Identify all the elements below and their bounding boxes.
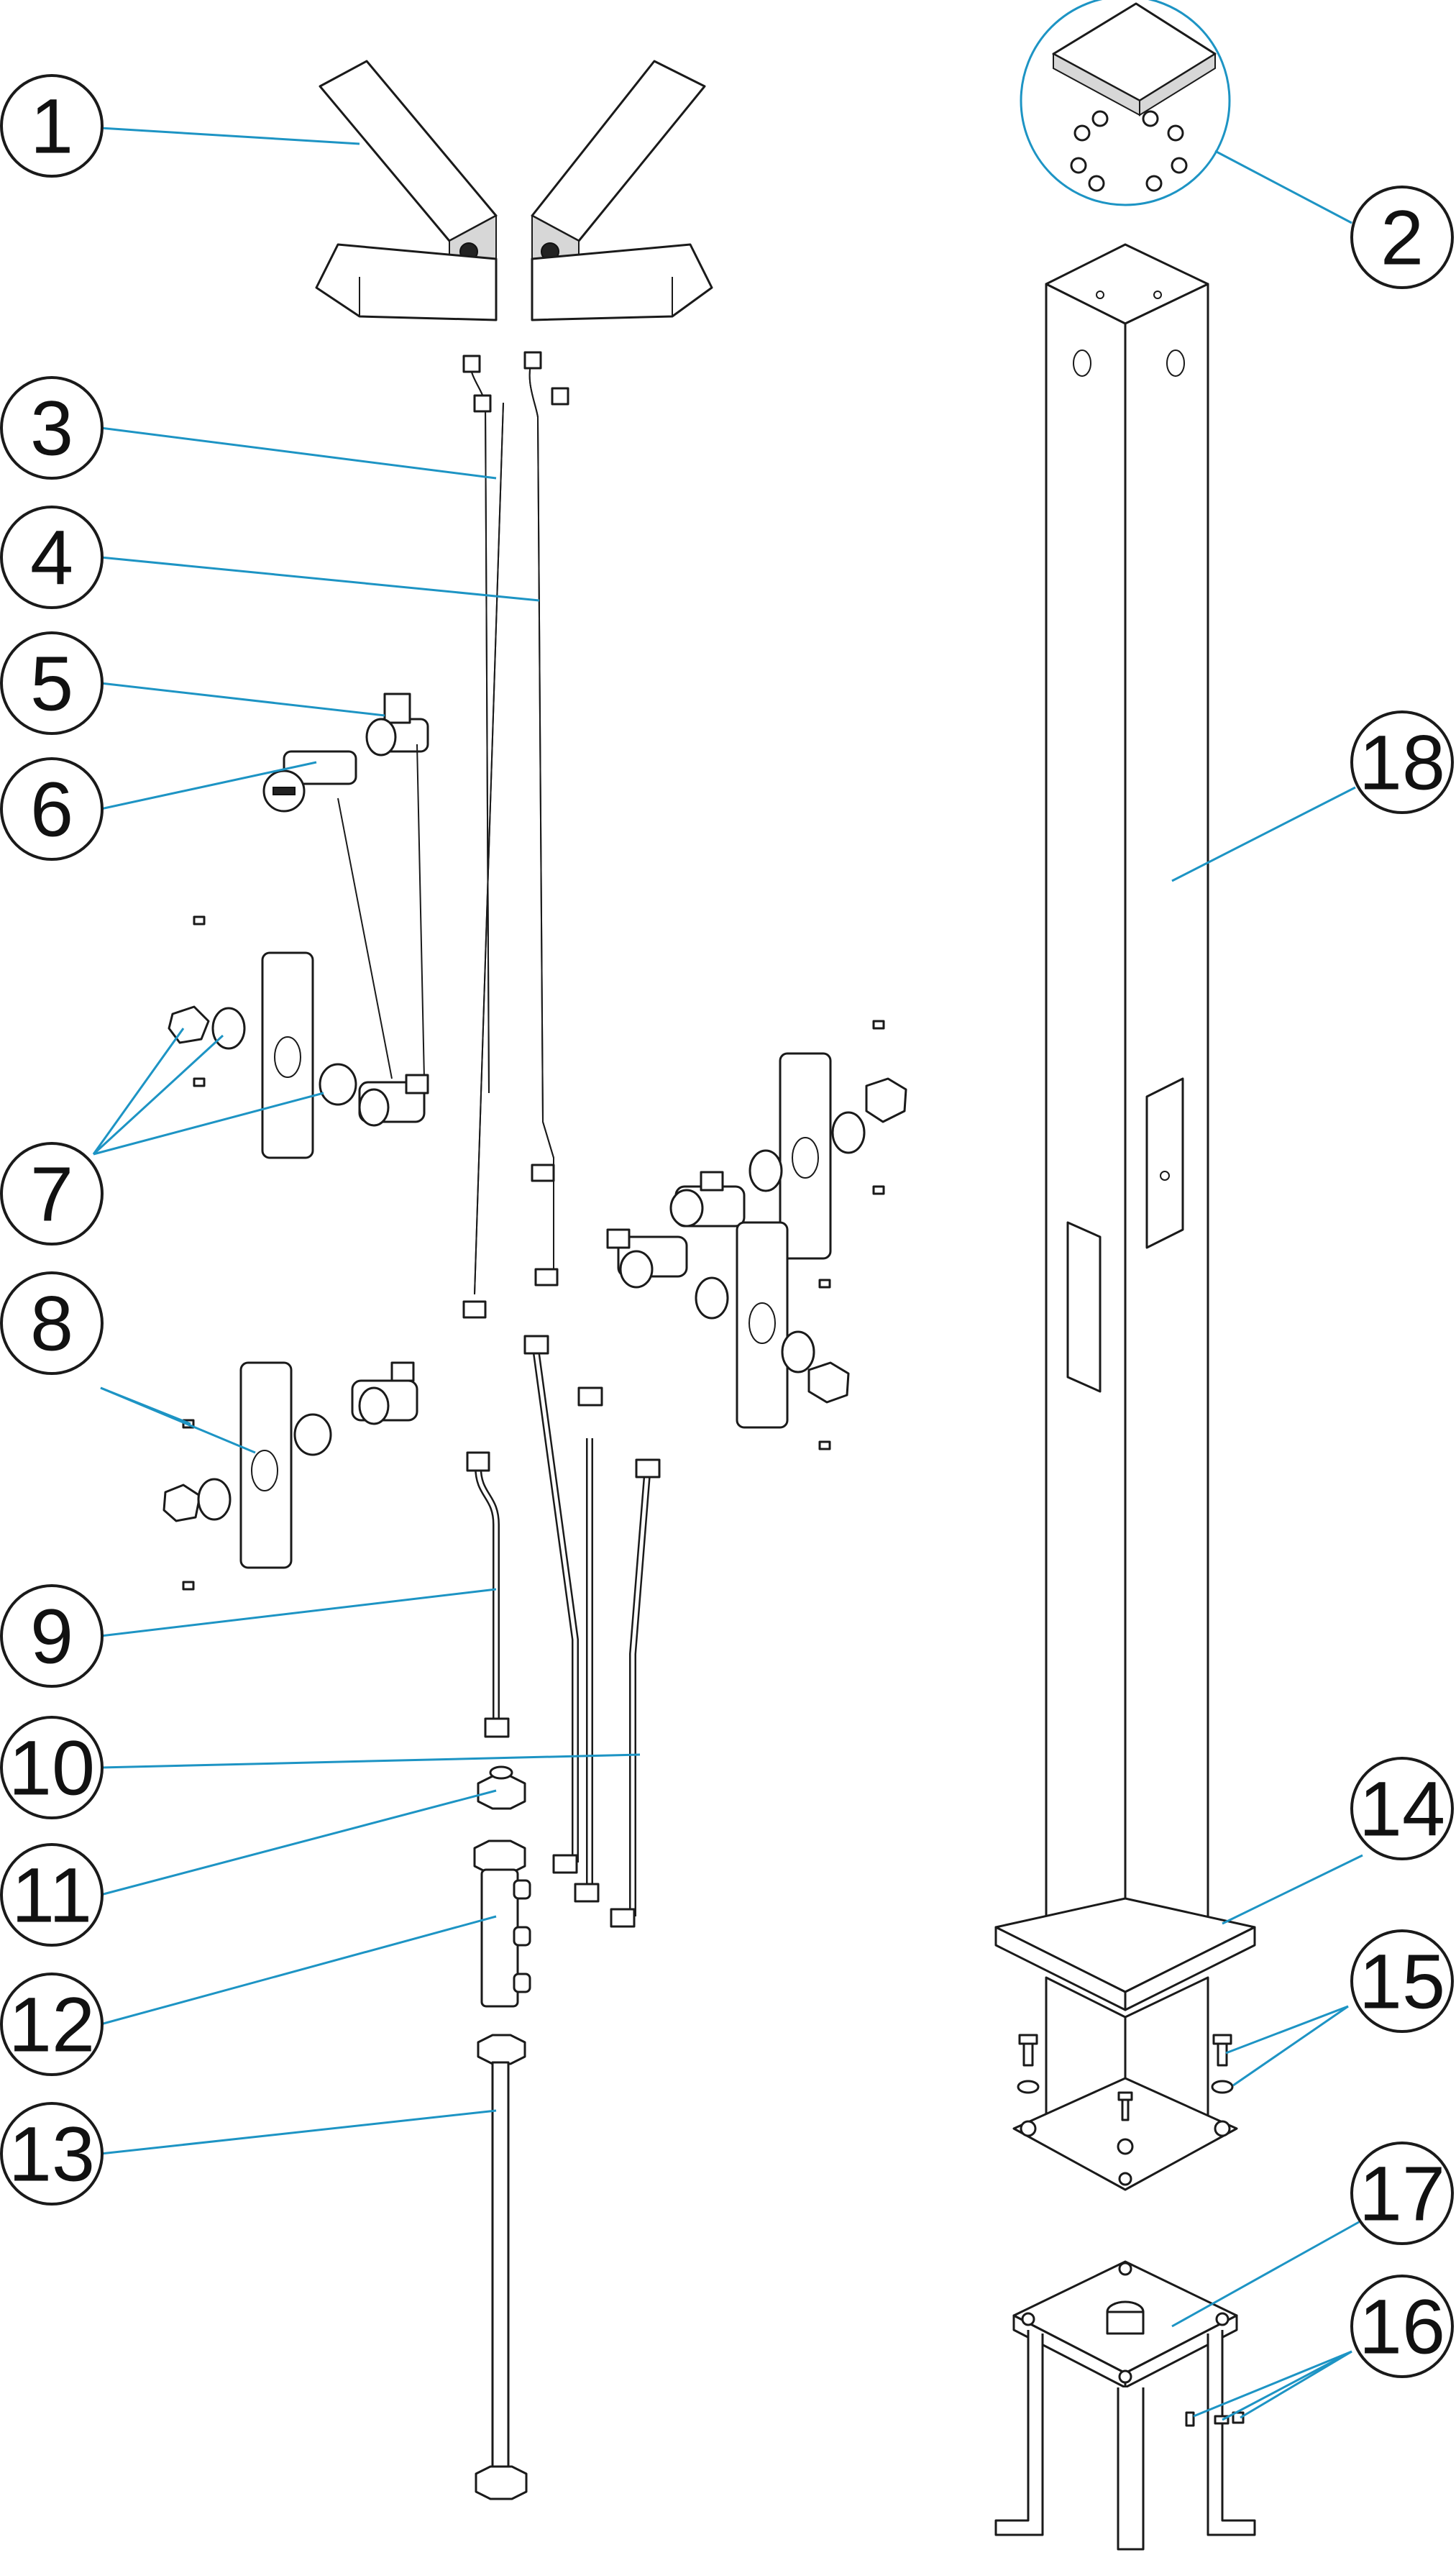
- callout-9: 9: [0, 1584, 104, 1688]
- callout-5-label: 5: [30, 640, 73, 727]
- callout-6: 6: [0, 757, 104, 861]
- callout-1-label: 1: [30, 83, 73, 170]
- callout-13-label: 13: [9, 2111, 95, 2198]
- base-flange: [994, 1897, 1256, 2191]
- callout-16-label: 16: [1359, 2283, 1445, 2370]
- manifold-12: [473, 1839, 531, 2008]
- leader-11: [100, 1789, 497, 1896]
- leader-15a: [1225, 2005, 1349, 2054]
- shower-head-right: [531, 60, 713, 321]
- callout-15: 15: [1350, 1929, 1454, 2033]
- leader-16c: [1240, 2350, 1352, 2419]
- callout-12-label: 12: [9, 1981, 95, 2068]
- callout-18: 18: [1350, 710, 1454, 814]
- leader-12: [100, 1915, 497, 2026]
- callout-17: 17: [1350, 2142, 1454, 2245]
- leader-17: [1171, 2221, 1360, 2328]
- hoses-10: [523, 1335, 661, 1928]
- callout-2-label: 2: [1381, 194, 1424, 281]
- pipe-13: [475, 2034, 528, 2500]
- callout-4: 4: [0, 506, 104, 609]
- small-screws: [1185, 2411, 1245, 2427]
- leader-4: [100, 556, 540, 602]
- wall-plate-left-upper: [168, 915, 429, 1159]
- callout-16: 16: [1350, 2275, 1454, 2378]
- callout-8-label: 8: [30, 1280, 73, 1367]
- callout-2: 2: [1350, 186, 1454, 289]
- main-column: [1045, 243, 1209, 1957]
- leader-7a: [92, 1028, 185, 1155]
- wall-plate-right-lower: [606, 1221, 850, 1450]
- cap-screws: [1070, 110, 1188, 192]
- leader-5: [100, 682, 385, 717]
- cap-detail: [1020, 0, 1231, 206]
- callouts: 1 2 3 4 5 6 7 8 9 10 11 12 13 14 15 16 1…: [0, 74, 1454, 2378]
- leader-16b: [1222, 2350, 1352, 2421]
- callout-10: 10: [0, 1716, 104, 1819]
- leader-8b: [100, 1386, 256, 1454]
- wall-plate-left-lower: [162, 1361, 418, 1591]
- valve-lower: [262, 750, 357, 813]
- callout-4-label: 4: [30, 514, 73, 601]
- leader-lines: [92, 127, 1363, 2421]
- callout-9-label: 9: [30, 1593, 73, 1680]
- callout-18-label: 18: [1359, 719, 1445, 806]
- callout-3: 3: [0, 376, 104, 480]
- leader-16a: [1193, 2350, 1352, 2418]
- hose-9: [466, 1451, 510, 1738]
- leader-2: [1214, 150, 1352, 224]
- leader-15b: [1232, 2005, 1349, 2087]
- callout-11-label: 11: [12, 1852, 92, 1939]
- anchor-base: [994, 2260, 1256, 2551]
- leader-7c: [93, 1092, 324, 1156]
- callout-10-label: 10: [9, 1724, 95, 1811]
- callout-8: 8: [0, 1271, 104, 1375]
- bolts-and-washers: [1017, 2034, 1234, 2121]
- shower-head-left: [315, 60, 498, 321]
- shower-heads: [315, 60, 713, 321]
- callout-1: 1: [0, 74, 104, 178]
- upper-hoses: [462, 351, 569, 1319]
- callout-3-label: 3: [30, 385, 73, 472]
- fitting-11: [477, 1765, 526, 1810]
- callout-17-label: 17: [1359, 2150, 1445, 2237]
- callout-11: 11: [0, 1843, 104, 1947]
- callout-12: 12: [0, 1973, 104, 2076]
- leader-10: [100, 1753, 641, 1769]
- callout-7: 7: [0, 1142, 104, 1245]
- leader-14: [1222, 1854, 1363, 1925]
- callout-14: 14: [1350, 1757, 1454, 1860]
- callout-5: 5: [0, 631, 104, 735]
- callout-15-label: 15: [1359, 1938, 1445, 2025]
- callout-13: 13: [0, 2102, 104, 2206]
- leader-6: [100, 761, 317, 810]
- leader-1: [100, 127, 360, 145]
- callout-14-label: 14: [1359, 1765, 1445, 1852]
- leader-13: [100, 2109, 497, 2155]
- leader-18: [1171, 786, 1356, 882]
- leader-7b: [92, 1034, 224, 1156]
- callout-7-label: 7: [30, 1151, 73, 1238]
- wall-plate-right-upper: [669, 1020, 907, 1260]
- leader-3: [100, 426, 497, 480]
- valve-upper: [365, 693, 429, 757]
- callout-6-label: 6: [30, 766, 73, 853]
- leader-9: [100, 1588, 497, 1637]
